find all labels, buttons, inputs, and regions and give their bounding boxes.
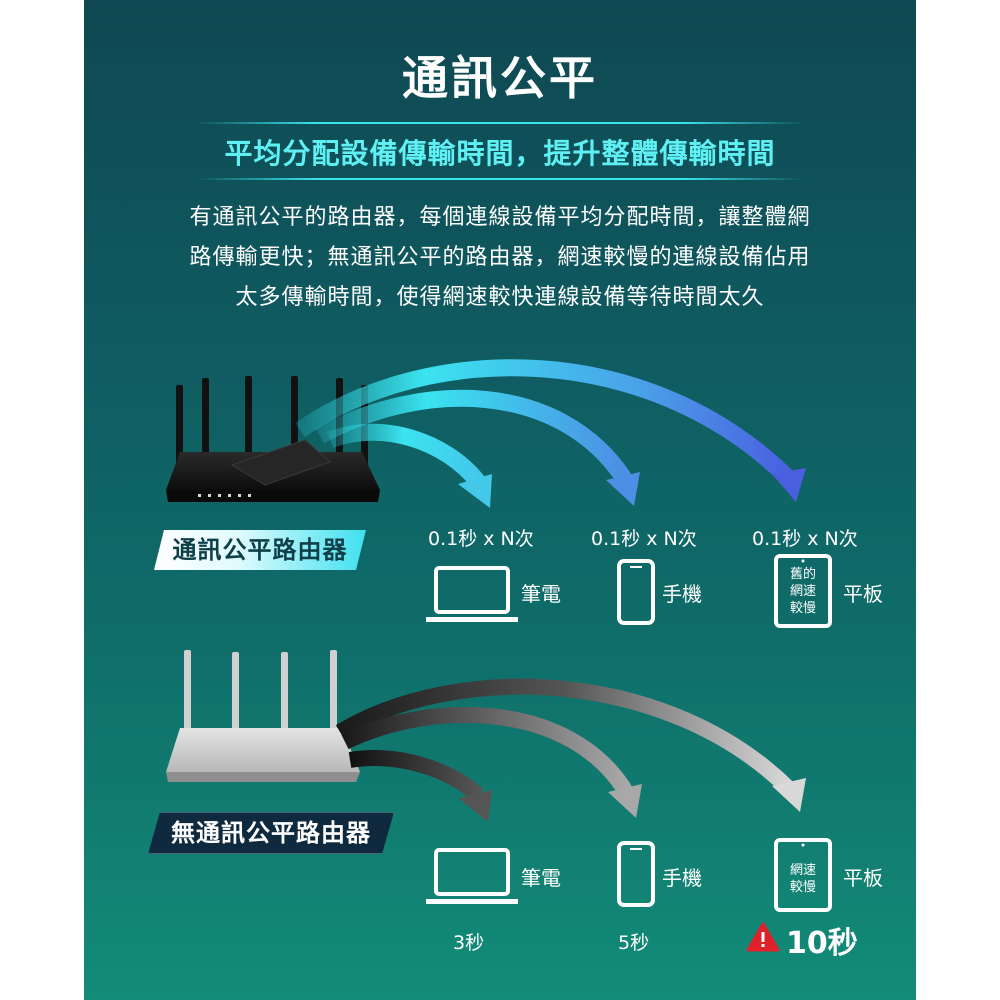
unfair-arrow-tablet: [335, 678, 806, 812]
fair-arrow-tablet: [295, 359, 806, 502]
fair-arrow-phone: [315, 389, 640, 506]
unfair-tablet-label: 平板: [843, 866, 883, 890]
description-line-2: 路傳輸更快；無通訊公平的路由器，網速較慢的連線設備佔用: [189, 245, 811, 270]
unfair-phone-time: 5秒: [618, 932, 650, 954]
page-title: 通訊公平: [402, 51, 598, 105]
fair-tablet-label: 平板: [843, 582, 883, 606]
fair-phone-icon: [617, 559, 655, 625]
unfair-laptop-label: 筆電: [521, 866, 561, 890]
unfair-arrow-phone: [341, 707, 642, 818]
fair-tablet-screen-text: 舊的 網速 較慢: [781, 566, 825, 617]
subtitle-banner: 平均分配設備傳輸時間，提升整體傳輸時間: [195, 122, 805, 180]
description: 有通訊公平的路由器，每個連線設備平均分配時間，讓整體網 路傳輸更快；無通訊公平的…: [140, 198, 860, 318]
fair-rate-tablet: 0.1秒 x N次: [752, 528, 858, 550]
fair-phone-label: 手機: [662, 582, 702, 606]
unfair-tablet-screen-line-1: 網速: [789, 863, 816, 878]
fair-router-label: 通訊公平路由器: [154, 530, 366, 570]
unfair-tablet-screen-line-2: 較慢: [789, 880, 816, 895]
unfair-tablet-time: 10秒: [786, 926, 858, 961]
fair-arrow-laptop: [326, 423, 492, 508]
fair-rate-phone: 0.1秒 x N次: [591, 528, 697, 550]
fair-router-icon: [166, 376, 380, 502]
unfair-router-icon: [166, 650, 360, 782]
unfair-router-label: 無通訊公平路由器: [148, 812, 394, 854]
unfair-laptop-time: 3秒: [453, 932, 485, 954]
subtitle-line-bottom: [195, 178, 805, 180]
unfair-phone-label: 手機: [662, 866, 702, 890]
fair-tablet-icon: [774, 554, 832, 628]
warning-icon: [746, 922, 780, 952]
unfair-tablet-screen-text: 網速 較慢: [781, 862, 825, 896]
description-line-3: 太多傳輸時間，使得網速較快連線設備等待時間太久: [235, 285, 765, 310]
unfair-laptop-icon: [426, 848, 518, 904]
fair-tablet-screen-line-3: 較慢: [789, 601, 816, 616]
fair-tablet-screen-line-1: 舊的: [789, 567, 816, 582]
subtitle: 平均分配設備傳輸時間，提升整體傳輸時間: [224, 137, 776, 170]
unfair-phone-icon: [617, 841, 655, 907]
description-line-1: 有通訊公平的路由器，每個連線設備平均分配時間，讓整體網: [189, 205, 811, 230]
unfair-tablet-icon: [774, 838, 832, 912]
fair-rate-laptop: 0.1秒 x N次: [428, 528, 534, 550]
fair-laptop-icon: [426, 566, 518, 622]
subtitle-line-top: [195, 122, 805, 124]
fair-laptop-label: 筆電: [521, 582, 561, 606]
unfair-arrow-laptop: [348, 750, 492, 822]
fair-tablet-screen-line-2: 網速: [789, 584, 816, 599]
